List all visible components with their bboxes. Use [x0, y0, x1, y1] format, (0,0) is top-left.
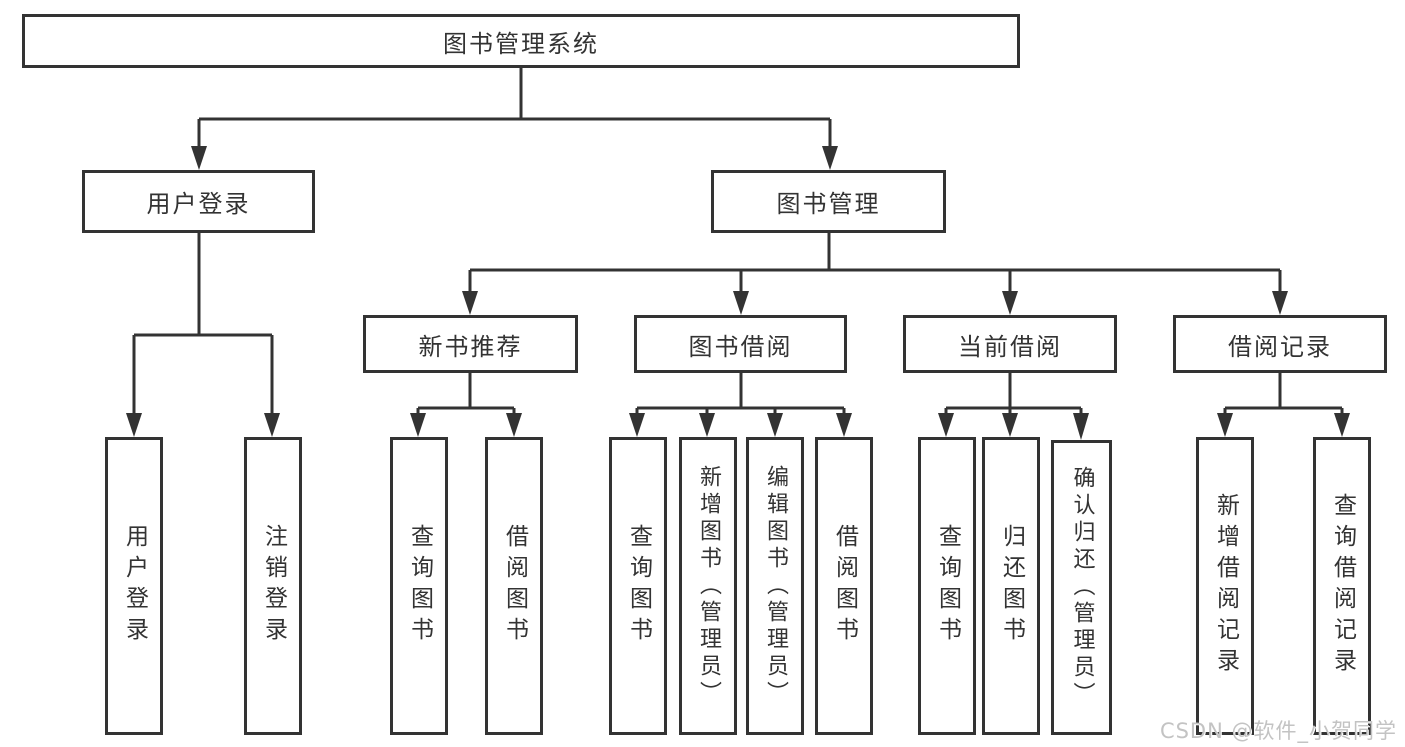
- arrowhead: [1073, 413, 1089, 440]
- arrowhead: [822, 146, 838, 170]
- leaf-current-query-books: 查询图书: [918, 437, 976, 735]
- node-user-login-branch: 用户登录: [82, 170, 315, 233]
- node-label: 编辑图书（管理员）: [763, 464, 788, 708]
- leaf-borrowing-query-books: 查询图书: [609, 437, 667, 735]
- node-label: 查询图书: [625, 524, 652, 648]
- node-label: 新增借阅记录: [1212, 493, 1239, 679]
- arrowhead: [1272, 291, 1288, 315]
- node-label: 图书借阅: [688, 332, 793, 361]
- leaf-query-borrow-record: 查询借阅记录: [1313, 437, 1371, 735]
- node-label: 新增图书（管理员）: [696, 464, 721, 708]
- node-label: 借阅图书: [831, 524, 858, 648]
- arrowhead: [264, 413, 280, 437]
- node-label: 新书推荐: [418, 332, 523, 361]
- node-book-borrowing: 图书借阅: [634, 315, 847, 373]
- node-label: 注销登录: [260, 524, 287, 648]
- node-label: 图书管理系统: [443, 29, 599, 58]
- connector-current-stem: [944, 373, 1083, 418]
- arrowhead: [767, 413, 783, 437]
- arrowhead: [733, 291, 749, 315]
- leaf-logout: 注销登录: [244, 437, 302, 735]
- leaf-edit-books-admin: 编辑图书（管理员）: [746, 437, 804, 735]
- connector-records-stem: [1223, 373, 1344, 418]
- arrowhead: [699, 413, 715, 437]
- csdn-watermark: CSDN @软件_小贺同学: [1159, 719, 1397, 743]
- leaf-confirm-return-admin: 确认归还（管理员）: [1051, 440, 1112, 735]
- node-label: 查询图书: [406, 524, 433, 648]
- node-label: 归还图书: [998, 524, 1025, 648]
- connector-borrowing-stem: [635, 373, 846, 418]
- arrowheads: [126, 146, 1350, 440]
- leaf-borrowing-borrow-books: 借阅图书: [815, 437, 873, 735]
- node-label: 查询借阅记录: [1329, 493, 1356, 679]
- arrowhead: [836, 413, 852, 437]
- node-book-management-branch: 图书管理: [711, 170, 946, 233]
- connector-userlogin-stem: [134, 233, 272, 337]
- node-root-library-management-system: 图书管理系统: [22, 14, 1020, 68]
- node-label: 当前借阅: [958, 332, 1062, 361]
- arrowhead: [126, 413, 142, 437]
- node-current-borrowing: 当前借阅: [903, 315, 1117, 373]
- arrowhead: [938, 413, 954, 437]
- arrowhead: [1217, 413, 1233, 437]
- node-new-book-recommend: 新书推荐: [363, 315, 578, 373]
- leaf-add-books-admin: 新增图书（管理员）: [679, 437, 737, 735]
- node-label: 查询图书: [934, 524, 961, 648]
- arrowhead: [1002, 291, 1018, 315]
- node-label: 借阅图书: [501, 524, 528, 648]
- connector-bookmgmt-stem: [470, 233, 1280, 272]
- arrowhead: [462, 291, 478, 315]
- arrowhead: [506, 413, 522, 437]
- node-label: 确认归还（管理员）: [1069, 466, 1095, 709]
- connector-newbook-stem: [416, 373, 516, 418]
- node-label: 借阅记录: [1228, 332, 1332, 361]
- leaf-user-login: 用户登录: [105, 437, 163, 735]
- arrowhead: [629, 413, 645, 437]
- connector-root-trunk: [199, 68, 830, 121]
- node-label: 用户登录: [146, 190, 251, 218]
- leaf-recommend-borrow-books: 借阅图书: [485, 437, 543, 735]
- node-borrowing-records: 借阅记录: [1173, 315, 1387, 373]
- node-label: 用户登录: [121, 524, 148, 648]
- node-label: 图书管理: [776, 190, 881, 218]
- leaf-recommend-query-books: 查询图书: [390, 437, 448, 735]
- arrowhead: [410, 413, 426, 437]
- leaf-return-books: 归还图书: [982, 437, 1040, 735]
- arrowhead: [191, 146, 207, 170]
- arrowhead: [1002, 413, 1018, 437]
- arrowhead: [1334, 413, 1350, 437]
- leaf-add-borrow-record: 新增借阅记录: [1196, 437, 1254, 735]
